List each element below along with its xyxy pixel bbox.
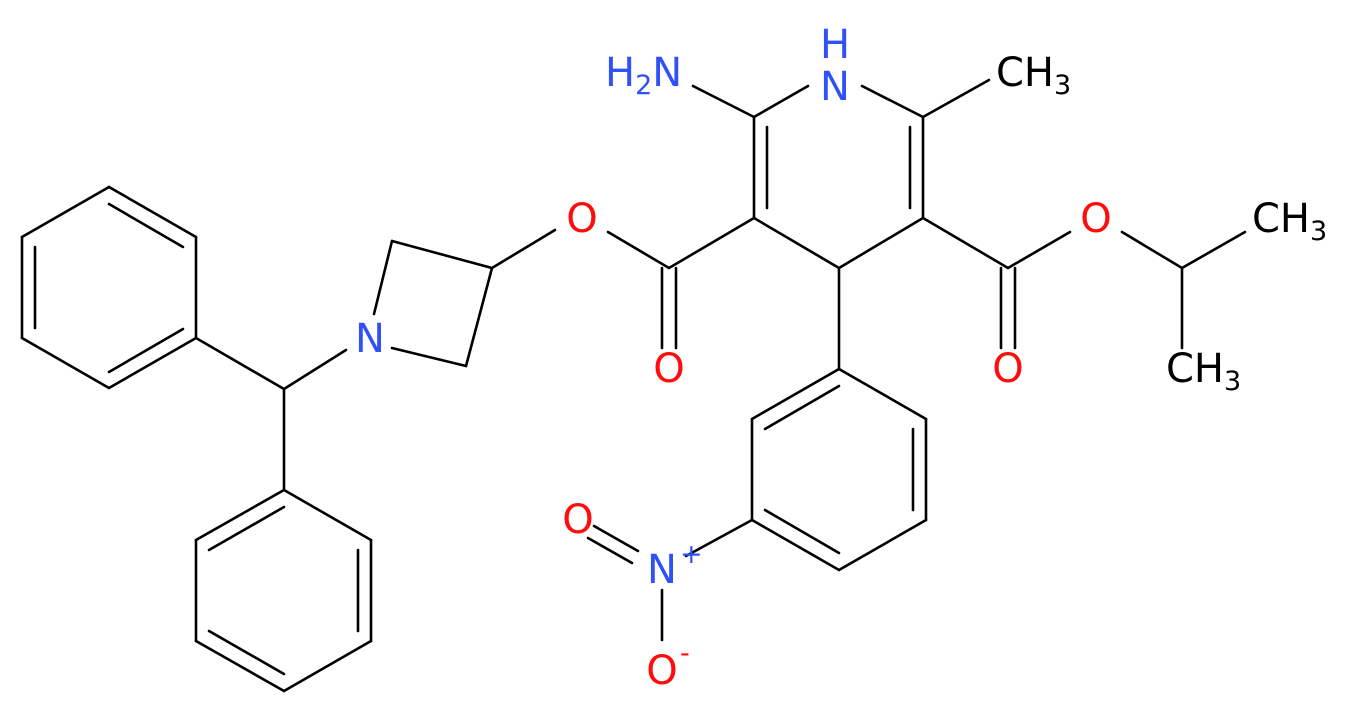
- bond: [207, 629, 286, 676]
- bond: [282, 639, 373, 693]
- bond: [282, 488, 373, 542]
- ring-n-label: N: [820, 64, 850, 110]
- bond: [194, 488, 286, 542]
- bond: [107, 202, 185, 249]
- bond: [763, 384, 841, 431]
- carbonyl-oxygen-right: O: [992, 346, 1023, 392]
- bond: [667, 216, 756, 270]
- bond: [372, 239, 394, 316]
- bond: [837, 518, 928, 572]
- bond: [763, 508, 841, 555]
- bond: [1120, 230, 1184, 270]
- bond: [750, 367, 841, 421]
- bond: [490, 228, 557, 270]
- bond: [837, 367, 928, 421]
- bond: [606, 230, 671, 270]
- methyl-label: CH3: [996, 50, 1071, 101]
- bond: [750, 518, 841, 572]
- bond: [752, 84, 810, 119]
- bond: [107, 336, 198, 390]
- bond: [20, 185, 111, 239]
- bond: [1006, 230, 1072, 270]
- nitro-oxygen-bottom: O: [646, 648, 677, 694]
- bond: [1180, 230, 1247, 270]
- bond: [860, 84, 925, 119]
- bond: [752, 216, 841, 270]
- nitro-oxygen-top: O: [562, 497, 593, 543]
- nitro-nitrogen: N: [647, 547, 677, 593]
- bond: [691, 84, 756, 119]
- isopropyl-methyl-lower: CH3: [1166, 346, 1241, 397]
- bond: [592, 524, 640, 553]
- bond: [390, 239, 494, 270]
- azetidine-nitrogen: N: [355, 316, 385, 362]
- bond: [107, 327, 185, 374]
- bond: [837, 216, 925, 270]
- ester-oxygen-left: O: [566, 196, 597, 242]
- bond: [586, 536, 634, 565]
- bond: [107, 185, 198, 239]
- bond: [194, 336, 286, 391]
- nitro-nitrogen-charge: +: [680, 539, 703, 570]
- bond: [390, 346, 468, 368]
- bond: [921, 216, 1010, 270]
- atom-labels: H N H2N CH3 O O O O CH3 CH3 N O N + O -: [355, 22, 1327, 694]
- ring-nh-label: H: [820, 22, 850, 68]
- bond: [207, 505, 286, 552]
- bond: [20, 336, 111, 390]
- isopropyl-methyl-upper: CH3: [1252, 196, 1327, 247]
- amino-label: H2N: [605, 50, 682, 101]
- ester-oxygen-right: O: [1080, 196, 1111, 242]
- bond: [921, 78, 991, 119]
- bond: [464, 266, 494, 368]
- nitro-oxygen-charge: -: [680, 638, 690, 669]
- bond: [194, 639, 286, 693]
- carbonyl-oxygen-left: O: [653, 346, 684, 392]
- bonds: [20, 78, 1247, 693]
- bond: [282, 348, 348, 391]
- bond: [684, 518, 754, 558]
